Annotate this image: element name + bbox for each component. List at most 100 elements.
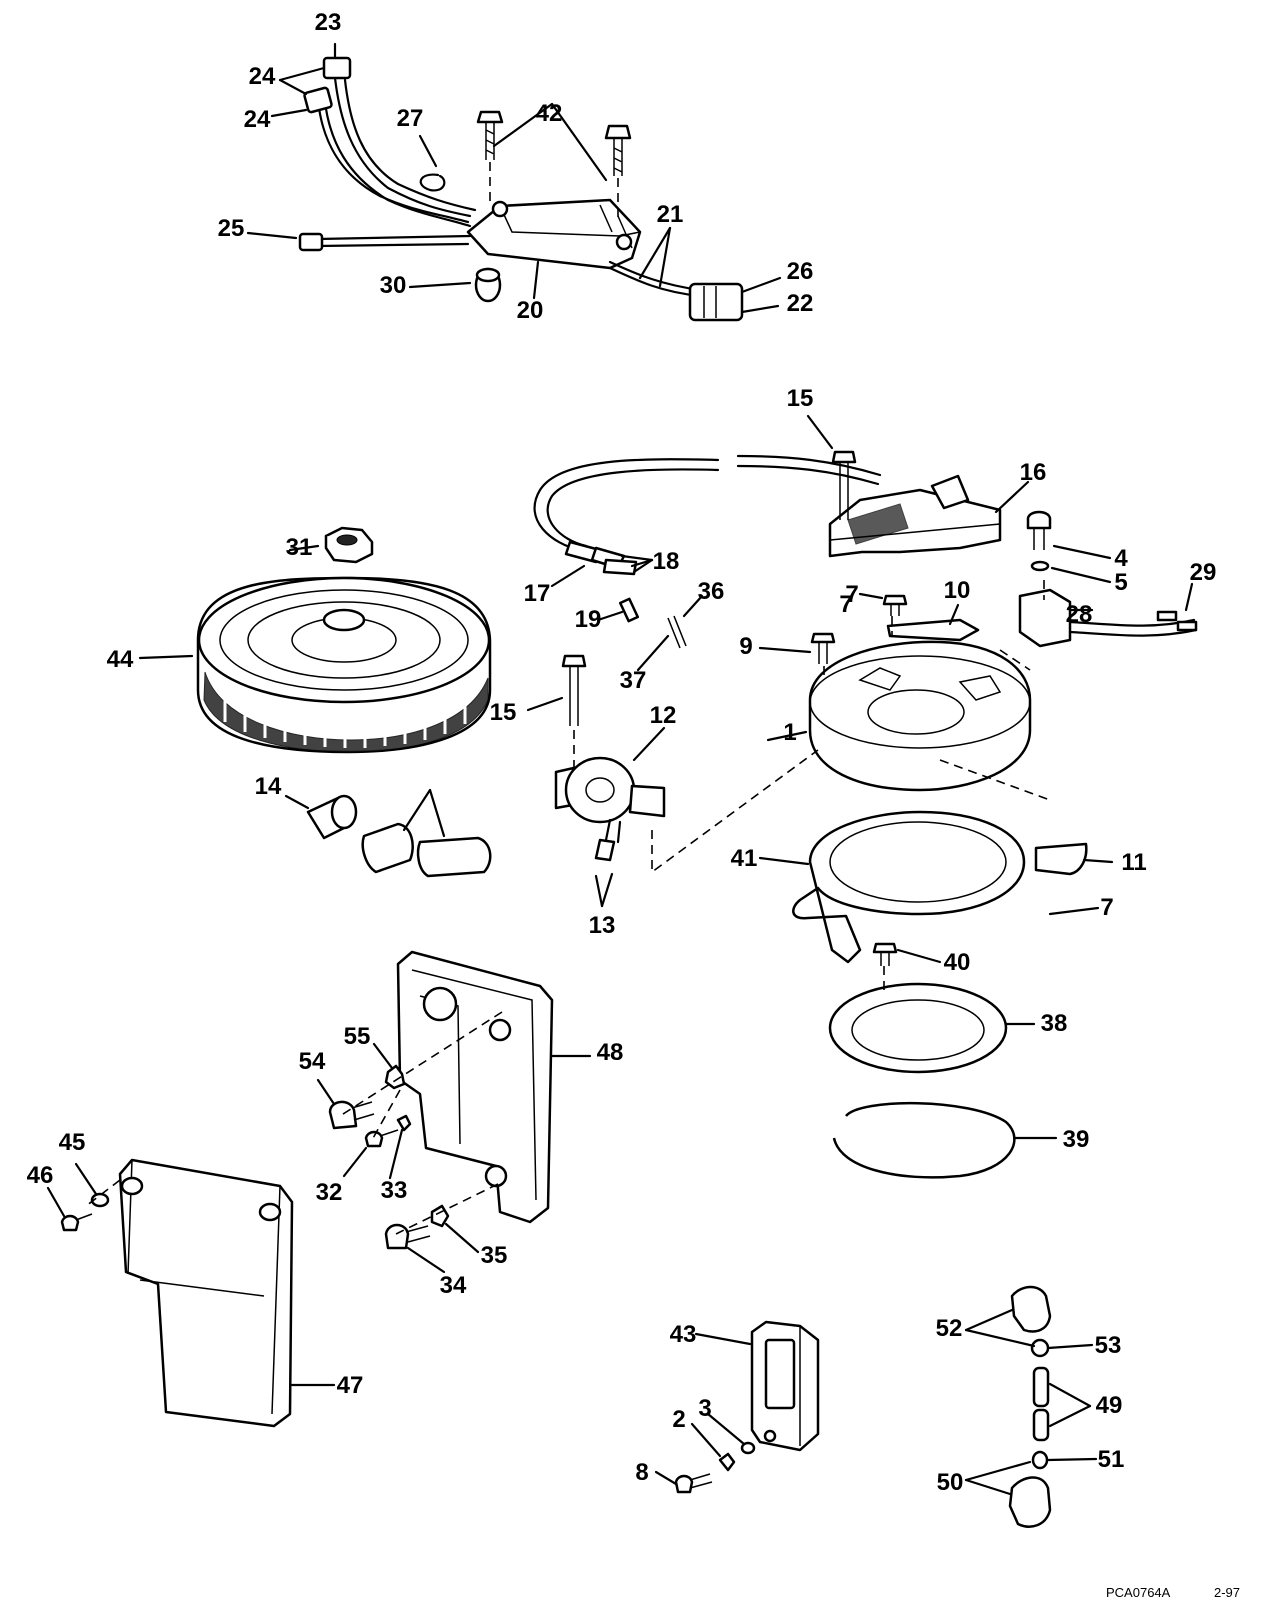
boot-53 — [1010, 1285, 1052, 1333]
callout-47: 47 — [337, 1372, 364, 1399]
callout-36: 36 — [698, 578, 725, 605]
screw-15-coil — [561, 654, 587, 726]
callout-32: 32 — [316, 1179, 343, 1206]
bolt-55 — [328, 1100, 375, 1130]
callout-49: 49 — [1096, 1392, 1123, 1419]
shim-11 — [1034, 842, 1088, 876]
washer-3 — [740, 1441, 756, 1455]
pin-20 — [618, 597, 640, 623]
callout-46: 46 — [27, 1162, 54, 1189]
terminals-30 — [1156, 610, 1198, 632]
callout-14: 14 — [255, 773, 282, 800]
sleeves-19 — [361, 822, 492, 878]
callout-7: 7 — [839, 591, 852, 618]
callout-22: 22 — [787, 290, 814, 317]
washer-5 — [1030, 560, 1050, 572]
callout-13: 13 — [589, 912, 616, 939]
flywheel-45 — [196, 576, 492, 754]
callout-24: 24 — [244, 106, 271, 133]
connector-14 — [306, 794, 358, 840]
screw-43 — [476, 110, 632, 222]
callout-54: 54 — [299, 1048, 326, 1075]
callout-51: 51 — [1098, 1446, 1125, 1473]
screw-4 — [1026, 510, 1052, 550]
callout-19: 19 — [575, 606, 602, 633]
callout-10: 10 — [944, 577, 971, 604]
leader-lines — [46, 42, 1194, 1496]
screw-15 — [831, 450, 857, 520]
callout-33: 33 — [381, 1177, 408, 1204]
callout-39: 39 — [1063, 1126, 1090, 1153]
charge-coil-12 — [554, 756, 666, 862]
callout-20: 20 — [517, 297, 544, 324]
screw-9 — [810, 632, 836, 664]
callout-55: 55 — [344, 1023, 371, 1050]
grommet-31 — [474, 267, 502, 303]
callout-31: 31 — [286, 534, 313, 561]
nut-32 — [324, 526, 374, 564]
callout-15: 15 — [490, 699, 517, 726]
callout-44: 44 — [107, 646, 134, 673]
callout-53: 53 — [1095, 1332, 1122, 1359]
drawing-date: 2-97 — [1214, 1585, 1240, 1600]
callout-23: 23 — [315, 9, 342, 36]
bracket-10 — [886, 618, 980, 642]
callout-41: 41 — [731, 845, 758, 872]
callout-5: 5 — [1114, 569, 1127, 596]
lead-50 — [1032, 1366, 1050, 1442]
callout-24: 24 — [249, 63, 276, 90]
washer-46 — [90, 1192, 110, 1208]
ignition-coil-21 — [298, 56, 744, 322]
armature-plate-1 — [808, 640, 1032, 792]
pin-37-38 — [667, 615, 687, 649]
callout-50: 50 — [937, 1469, 964, 1496]
callout-18: 18 — [653, 548, 680, 575]
callout-26: 26 — [787, 258, 814, 285]
callout-37: 37 — [620, 667, 647, 694]
callout-40: 40 — [944, 949, 971, 976]
callout-27: 27 — [397, 105, 424, 132]
spring-40 — [832, 1101, 1016, 1179]
sensor-29 — [1018, 588, 1198, 648]
lockwasher-56 — [384, 1064, 406, 1090]
callout-29: 29 — [1190, 559, 1217, 586]
callout-52: 52 — [936, 1315, 963, 1342]
dashed-guides — [85, 580, 1051, 1235]
callout-2: 2 — [672, 1406, 685, 1433]
callout-8: 8 — [635, 1459, 648, 1486]
spring-52 — [1031, 1450, 1049, 1470]
callout-9: 9 — [739, 633, 752, 660]
callout-16: 16 — [1020, 459, 1047, 486]
callout-3: 3 — [698, 1395, 711, 1422]
callout-15: 15 — [787, 385, 814, 412]
callout-7: 7 — [1100, 894, 1113, 921]
lockwasher-2 — [718, 1452, 736, 1472]
callout-45: 45 — [59, 1129, 86, 1156]
clip-28 — [419, 173, 446, 192]
retainer-ring-42 — [792, 810, 1026, 964]
callout-7: 7 — [845, 581, 858, 608]
callout-28: 28 — [1066, 601, 1093, 628]
spring-54 — [1030, 1338, 1050, 1358]
bolt-35 — [384, 1223, 431, 1250]
screw-41 — [872, 942, 898, 966]
screw-47 — [60, 1213, 93, 1232]
callout-38: 38 — [1041, 1010, 1068, 1037]
callout-34: 34 — [440, 1272, 467, 1299]
callout-30: 30 — [380, 272, 407, 299]
callout-42: 42 — [536, 100, 563, 127]
timer-base-leads — [533, 454, 882, 576]
callout-48: 48 — [597, 1039, 624, 1066]
callout-35: 35 — [481, 1242, 508, 1269]
callout-17: 17 — [524, 580, 551, 607]
boot-51 — [1008, 1476, 1052, 1528]
washer-34 — [396, 1114, 412, 1132]
callout-12: 12 — [650, 702, 677, 729]
callout-4: 4 — [1114, 545, 1128, 572]
callout-1: 1 — [783, 719, 796, 746]
retainer-39 — [828, 982, 1008, 1074]
screw-7 — [882, 594, 908, 616]
callout-21: 21 — [657, 201, 684, 228]
